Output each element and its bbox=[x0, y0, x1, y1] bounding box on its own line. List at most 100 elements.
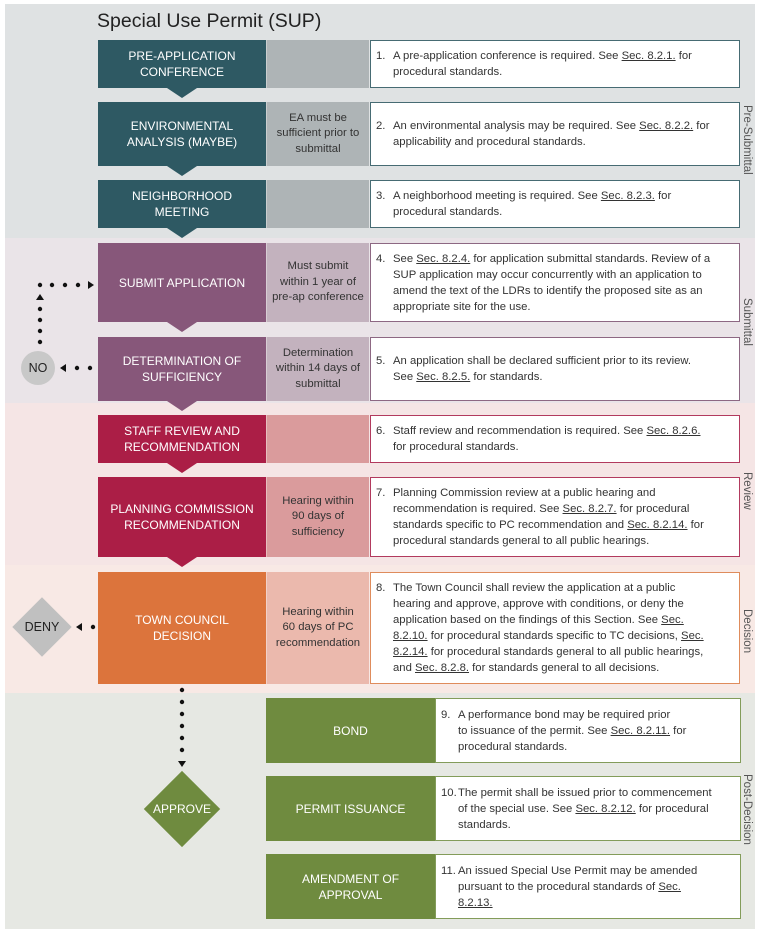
section-link[interactable]: Sec. 8.2.6. bbox=[646, 425, 701, 437]
step-number: 4. bbox=[376, 252, 386, 265]
description-line: 7. Planning Commission review at a public… bbox=[371, 485, 739, 501]
description-text: pursuant to the procedural standards of bbox=[458, 880, 659, 893]
description-line: to issuance of the permit. See Sec. 8.2.… bbox=[436, 723, 740, 739]
step-number: 2. bbox=[376, 120, 386, 132]
section-link[interactable]: Sec. 8.2.5. bbox=[416, 371, 471, 383]
step-description: 8.The Town Council shall review the appl… bbox=[370, 572, 740, 684]
description-text: of the special use. See bbox=[458, 802, 576, 815]
description-text: for bbox=[693, 120, 710, 132]
section-link[interactable]: 8.2.13. bbox=[458, 896, 493, 909]
description-text: standards specific to PC recommendation … bbox=[393, 519, 628, 531]
description-text: applicability and procedural standards. bbox=[393, 136, 586, 148]
description-text: for standards. bbox=[470, 371, 543, 383]
description-line: procedural standards. bbox=[371, 204, 739, 220]
step-environmental-analysis[interactable]: ENVIRONMENTAL ANALYSIS (MAYBE) bbox=[98, 102, 266, 166]
step-amendment-of-approval[interactable]: AMENDMENT OF APPROVAL bbox=[266, 854, 435, 919]
step-description: 5.An application shall be declared suffi… bbox=[370, 337, 740, 401]
description-line: appropriate site for the use. bbox=[371, 299, 739, 315]
description-line: 10.The permit shall be issued prior to c… bbox=[436, 785, 740, 801]
step-bond[interactable]: BOND bbox=[266, 698, 435, 763]
description-line: 4.See Sec. 8.2.4. for application submit… bbox=[371, 251, 739, 267]
step-neighborhood-meeting[interactable]: NEIGHBORHOOD MEETING bbox=[98, 180, 266, 228]
step-permit-issuance[interactable]: PERMIT ISSUANCE bbox=[266, 776, 435, 841]
approve-decision-node[interactable]: APPROVE bbox=[143, 770, 221, 848]
description-text: for bbox=[654, 190, 672, 202]
description-line: standards. bbox=[436, 817, 740, 833]
section-link[interactable]: Sec. 8.2.1. bbox=[621, 50, 676, 62]
section-link[interactable]: 8.2.10. bbox=[393, 630, 428, 642]
step-staff-review[interactable]: STAFF REVIEW AND RECOMMENDATION bbox=[98, 415, 266, 463]
description-text: A pre-application conference is required… bbox=[393, 50, 622, 62]
step-note bbox=[266, 415, 369, 463]
deny-decision-node[interactable]: DENY bbox=[12, 597, 72, 657]
section-link[interactable]: Sec. bbox=[658, 880, 681, 893]
no-decision-node[interactable]: NO bbox=[21, 351, 55, 385]
flow-arrow-down-icon bbox=[167, 557, 197, 567]
flow-arrow-down-icon bbox=[167, 88, 197, 98]
description-text: application based on the findings of thi… bbox=[393, 614, 662, 626]
phase-label-review: Review bbox=[741, 472, 753, 510]
description-line: 5.An application shall be declared suffi… bbox=[371, 353, 739, 369]
description-line: application based on the findings of thi… bbox=[371, 612, 739, 628]
step-determination-of-sufficiency[interactable]: DETERMINATION OF SUFFICIENCY bbox=[98, 337, 266, 401]
step-number: 1. bbox=[376, 50, 386, 62]
description-line: SUP application may occur concurrently w… bbox=[371, 267, 739, 283]
description-text: Staff review and recommendation is requi… bbox=[393, 425, 647, 437]
description-text: The permit shall be issued prior to comm… bbox=[458, 786, 712, 799]
step-description: 4.See Sec. 8.2.4. for application submit… bbox=[370, 243, 740, 322]
section-link[interactable]: Sec. 8.2.14. bbox=[627, 519, 688, 531]
description-text: for bbox=[670, 724, 687, 737]
step-planning-commission-recommendation[interactable]: PLANNING COMMISSION RECOMMENDATION bbox=[98, 477, 266, 557]
phase-label-decision: Decision bbox=[741, 608, 753, 654]
step-pre-application-conference[interactable]: PRE-APPLICATION CONFERENCE bbox=[98, 40, 266, 88]
section-link[interactable]: Sec. 8.2.12. bbox=[575, 802, 636, 815]
description-line: 8.2.10. for procedural standards specifi… bbox=[371, 628, 739, 644]
step-number: 6. bbox=[376, 425, 386, 437]
description-text: procedural standards. bbox=[393, 66, 503, 78]
step-number: 9. bbox=[441, 708, 451, 721]
section-link[interactable]: Sec. 8.2.8. bbox=[415, 662, 470, 674]
step-number: 8. bbox=[376, 582, 386, 594]
description-line: procedural standards. bbox=[371, 64, 739, 80]
section-link[interactable]: 8.2.14. bbox=[393, 646, 428, 658]
no-label: NO bbox=[28, 361, 48, 375]
phase-label-post-decision: Post-Decision bbox=[741, 773, 753, 845]
description-line: 1. A pre-application conference is requir… bbox=[371, 48, 739, 64]
description-line: procedural standards general to all publ… bbox=[371, 533, 739, 549]
step-note: Hearing within 90 days of sufficiency bbox=[266, 477, 369, 557]
flow-arrow-down-icon bbox=[167, 463, 197, 473]
page-title: Special Use Permit (SUP) bbox=[97, 10, 322, 32]
description-line: 8.2.13. bbox=[436, 895, 740, 911]
step-town-council-decision[interactable]: TOWN COUNCIL DECISION bbox=[98, 572, 266, 684]
description-text: for procedural bbox=[635, 802, 709, 815]
step-number: 10. bbox=[441, 786, 457, 799]
description-text: A neighborhood meeting is required. See bbox=[393, 190, 601, 202]
description-text: for application submittal standards. Rev… bbox=[470, 252, 711, 265]
description-text: for bbox=[675, 50, 692, 62]
section-link[interactable]: Sec. bbox=[661, 614, 684, 626]
section-link[interactable]: Sec. 8.2.7. bbox=[562, 503, 617, 515]
step-submit-application[interactable]: SUBMIT APPLICATION bbox=[98, 243, 266, 322]
description-line: hearing and approve, approve with condit… bbox=[371, 596, 739, 612]
step-note: EA must be sufficient prior to submittal bbox=[266, 102, 369, 166]
step-description: 1. A pre-application conference is requir… bbox=[370, 40, 740, 88]
phase-label-submittal: Submittal bbox=[741, 298, 753, 346]
description-line: 9.A performance bond may be required pri… bbox=[436, 707, 740, 723]
section-link[interactable]: Sec. 8.2.4. bbox=[416, 252, 471, 265]
section-link[interactable]: Sec. 8.2.2. bbox=[639, 120, 694, 132]
step-number: 7. bbox=[376, 487, 386, 499]
description-text: See bbox=[393, 371, 417, 383]
section-link[interactable]: Sec. bbox=[681, 630, 704, 642]
section-link[interactable]: Sec. 8.2.3. bbox=[600, 190, 655, 202]
description-text: for procedural standards general to all … bbox=[427, 646, 704, 658]
deny-label: DENY bbox=[24, 620, 60, 634]
step-description: 9.A performance bond may be required pri… bbox=[435, 698, 741, 763]
description-text: An application shall be declared suffici… bbox=[393, 355, 692, 367]
description-text: Planning Commission review at a public h… bbox=[393, 487, 656, 499]
step-note: Determination within 14 days of submitta… bbox=[266, 337, 369, 401]
description-text: for standards general to all decisions. bbox=[469, 662, 660, 674]
description-text: appropriate site for the use. bbox=[393, 300, 531, 313]
step-number: 3. bbox=[376, 190, 386, 202]
section-link[interactable]: Sec. 8.2.11. bbox=[610, 724, 671, 737]
description-line: 2.An environmental analysis may be requi… bbox=[371, 118, 739, 134]
